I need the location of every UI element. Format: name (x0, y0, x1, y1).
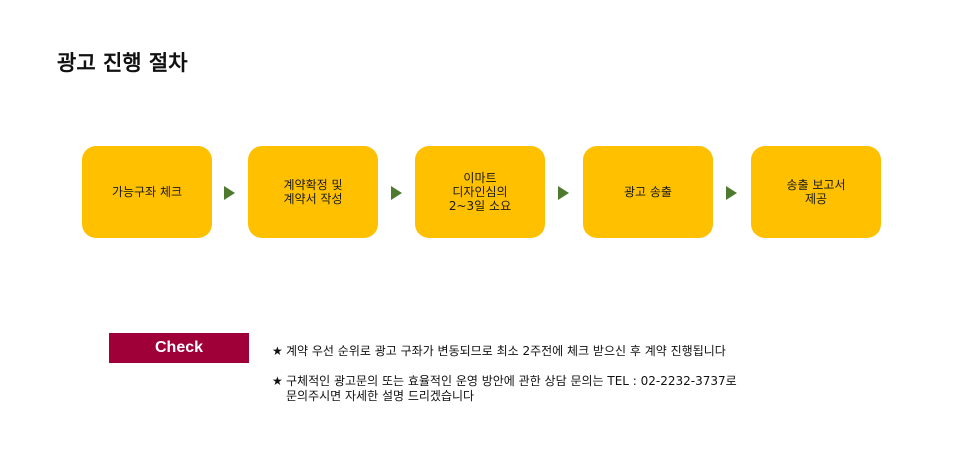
right-triangle-arrow-icon (224, 186, 235, 200)
note-item: ★ 계약 우선 순위로 광고 구좌가 변동되므로 최소 2주전에 체크 받으신 … (272, 344, 726, 359)
star-icon: ★ (272, 344, 283, 358)
step-label: 계약확정 및 계약서 작성 (283, 178, 343, 206)
step-label: 송출 보고서 제공 (786, 178, 846, 206)
right-triangle-arrow-icon (726, 186, 737, 200)
step-availability-check: 가능구좌 체크 (82, 146, 212, 238)
step-design-review: 이마트 디자인심의 2~3일 소요 (415, 146, 545, 238)
step-label: 광고 송출 (624, 185, 672, 199)
right-triangle-arrow-icon (391, 186, 402, 200)
step-ad-broadcast: 광고 송출 (583, 146, 713, 238)
note-text: 계약 우선 순위로 광고 구좌가 변동되므로 최소 2주전에 체크 받으신 후 … (286, 344, 726, 358)
check-label: Check (154, 339, 204, 356)
step-contract: 계약확정 및 계약서 작성 (248, 146, 378, 238)
note-text: 구체적인 광고문의 또는 효율적인 운영 방안에 관한 상담 문의는 TEL :… (286, 374, 737, 403)
check-badge: Check (109, 333, 249, 363)
step-report: 송출 보고서 제공 (751, 146, 881, 238)
right-triangle-arrow-icon (558, 186, 569, 200)
step-label: 가능구좌 체크 (111, 185, 183, 199)
note-item: ★ 구체적인 광고문의 또는 효율적인 운영 방안에 관한 상담 문의는 TEL… (272, 374, 737, 404)
step-label: 이마트 디자인심의 2~3일 소요 (448, 171, 512, 213)
page-title: 광고 진행 절차 (57, 51, 188, 75)
star-icon: ★ (272, 374, 283, 388)
